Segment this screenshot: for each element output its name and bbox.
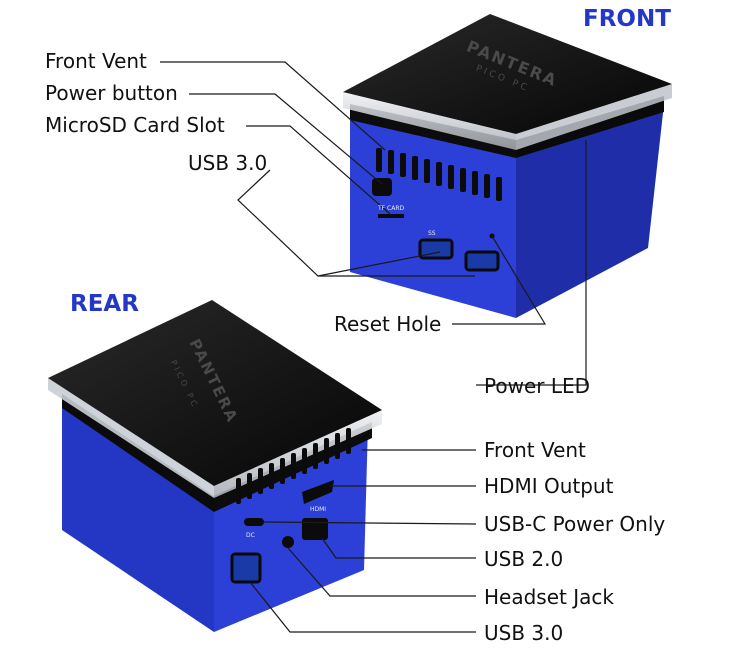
label-usb30-rear: USB 3.0 [484,621,564,645]
label-usb30-front: USB 3.0 [188,151,268,175]
front-device-top [343,14,672,134]
headset-jack [282,536,294,548]
leader-headset [287,547,476,597]
rear-device [48,300,382,632]
power-button [372,178,392,196]
hdmi-port-label: HDMI [310,506,327,513]
leader-power-led [476,140,587,386]
leader-microsd [246,125,391,215]
leader-power-button [189,93,383,185]
leader-usbc [263,521,477,525]
label-power-button: Power button [45,81,178,105]
leader-usb30-rear [249,581,476,633]
usb20-port [302,518,328,540]
front-usb-port-1 [418,238,454,260]
usbc-port [244,518,264,526]
leader-lines [160,61,587,633]
rear-vent-grille [236,428,351,504]
label-hdmi: HDMI Output [484,474,614,498]
label-usb20: USB 2.0 [484,547,564,571]
front-device-rim-side [516,84,672,150]
rear-device-side [62,394,214,632]
front-usb-port-2 [464,250,500,272]
label-usbc: USB-C Power Only [484,512,666,536]
label-microsd: MicroSD Card Slot [45,113,225,137]
tf-card-label: TF CARD [378,205,405,212]
label-power-led: Power LED [484,374,591,398]
rear-usb30-port [230,552,262,584]
leader-front-vent [160,61,386,151]
label-rear-vent: Front Vent [484,438,586,462]
rear-device-rim-front [214,410,382,498]
hdmi-port [302,480,334,504]
rear-device-top [48,300,382,486]
rear-device-rim [48,378,214,498]
dc-port-label: DC [246,532,255,539]
leader-reset-hole [452,235,547,325]
front-heading: FRONT [583,6,671,32]
label-reset-hole: Reset Hole [334,312,442,336]
front-device-rim [343,92,516,150]
front-device-side [516,104,664,318]
leader-usb20 [321,537,476,559]
label-headset: Headset Jack [484,585,614,609]
leader-usb30-front-b [317,251,441,277]
ss-port-label: SS [428,230,436,237]
front-device [343,14,672,318]
rear-heading: REAR [70,291,139,317]
microsd-slot [378,214,404,218]
front-vent-grille [376,148,502,201]
label-front-vent: Front Vent [45,49,147,73]
leader-usb30-front [237,169,475,277]
